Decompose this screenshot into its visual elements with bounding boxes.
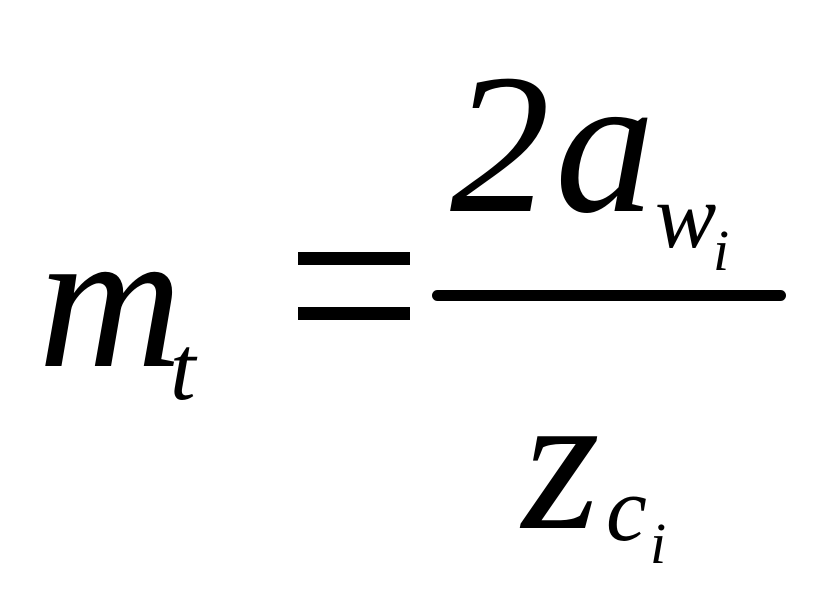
numerator-subscript: w: [655, 165, 717, 267]
numerator-subsubscript: i: [713, 218, 730, 283]
denominator-subscript: c: [606, 458, 647, 560]
lhs-subscript: t: [170, 317, 196, 419]
denominator-variable: z: [522, 351, 600, 572]
numerator-variable: a: [555, 34, 655, 255]
equals-bar-bottom: [298, 307, 410, 320]
numerator-coefficient: 2: [450, 34, 550, 255]
denominator-subsubscript: i: [650, 511, 667, 576]
equals-bar-top: [298, 252, 410, 265]
fraction-bar: [432, 290, 786, 301]
lhs-variable: m: [38, 189, 183, 410]
